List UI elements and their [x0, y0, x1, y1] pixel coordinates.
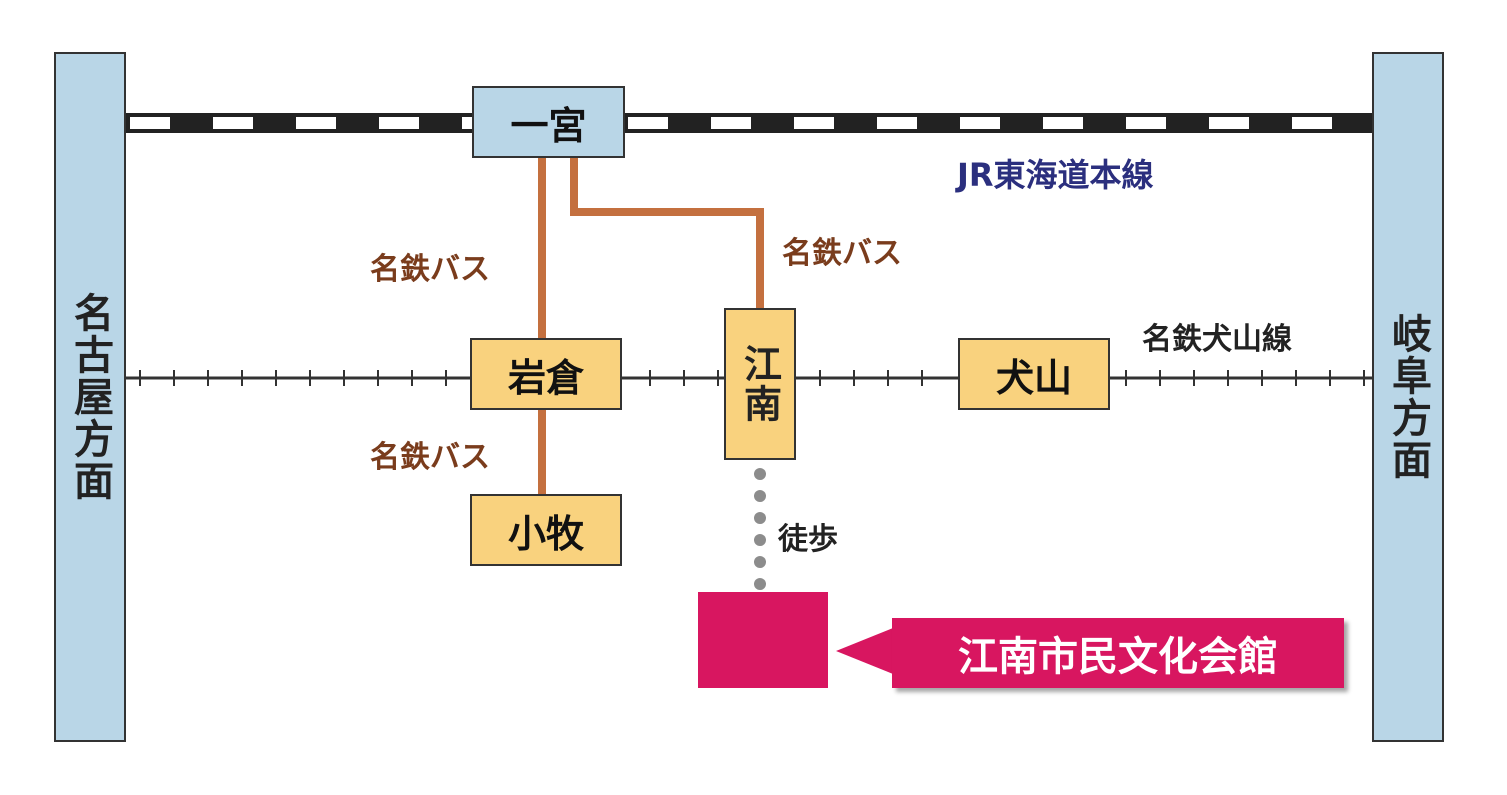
walk-dot [754, 468, 766, 480]
destination-marker [698, 592, 828, 688]
jr-track-dash [1043, 117, 1083, 129]
bus-label-lower-left: 名鉄バス [370, 440, 490, 475]
jr-track-dash [1126, 117, 1166, 129]
station-inuyama: 犬山 [958, 338, 1110, 410]
bus-label-upper-left: 名鉄バス [370, 252, 490, 287]
jr-track-dash [794, 117, 834, 129]
bus-route-ichinomiya-konan [570, 158, 764, 310]
jr-track-dash [628, 117, 668, 129]
station-ichinomiya: 一宮 [472, 86, 625, 158]
jr-track-dash [1292, 117, 1332, 129]
walk-dot [754, 534, 766, 546]
jr-track-dash [711, 117, 751, 129]
destination-callout-pointer [836, 628, 893, 674]
walk-dot [754, 578, 766, 590]
direction-nagoya-pillar: 名古屋方面 [54, 52, 126, 742]
meitetsu-line-label: 名鉄犬山線 [1142, 322, 1292, 357]
walk-label: 徒歩 [778, 522, 838, 557]
walk-dot [754, 556, 766, 568]
jr-track-dash [960, 117, 1000, 129]
jr-line-label: JR東海道本線 [957, 156, 1154, 194]
bus-label-upper-right: 名鉄バス [782, 236, 902, 271]
station-iwakura: 岩倉 [470, 338, 622, 410]
walk-dot [754, 490, 766, 502]
station-komaki: 小牧 [470, 494, 622, 566]
jr-line-dashes [130, 117, 1332, 129]
walk-route-dots [754, 468, 766, 590]
station-konan: 江南 [724, 308, 796, 460]
jr-track-dash [1209, 117, 1249, 129]
jr-track-dash [877, 117, 917, 129]
jr-track-dash [130, 117, 170, 129]
direction-gifu-pillar: 岐阜方面 [1372, 52, 1444, 742]
walk-dot [754, 512, 766, 524]
jr-track-dash [213, 117, 253, 129]
station-konan-label: 江南 [737, 344, 782, 424]
direction-gifu-label: 岐阜方面 [1385, 313, 1431, 481]
meitetsu-line-ticks [139, 370, 1365, 386]
jr-track-dash [296, 117, 336, 129]
jr-track-dash [379, 117, 419, 129]
destination-label: 江南市民文化会館 [892, 618, 1344, 688]
direction-nagoya-label: 名古屋方面 [67, 292, 113, 502]
